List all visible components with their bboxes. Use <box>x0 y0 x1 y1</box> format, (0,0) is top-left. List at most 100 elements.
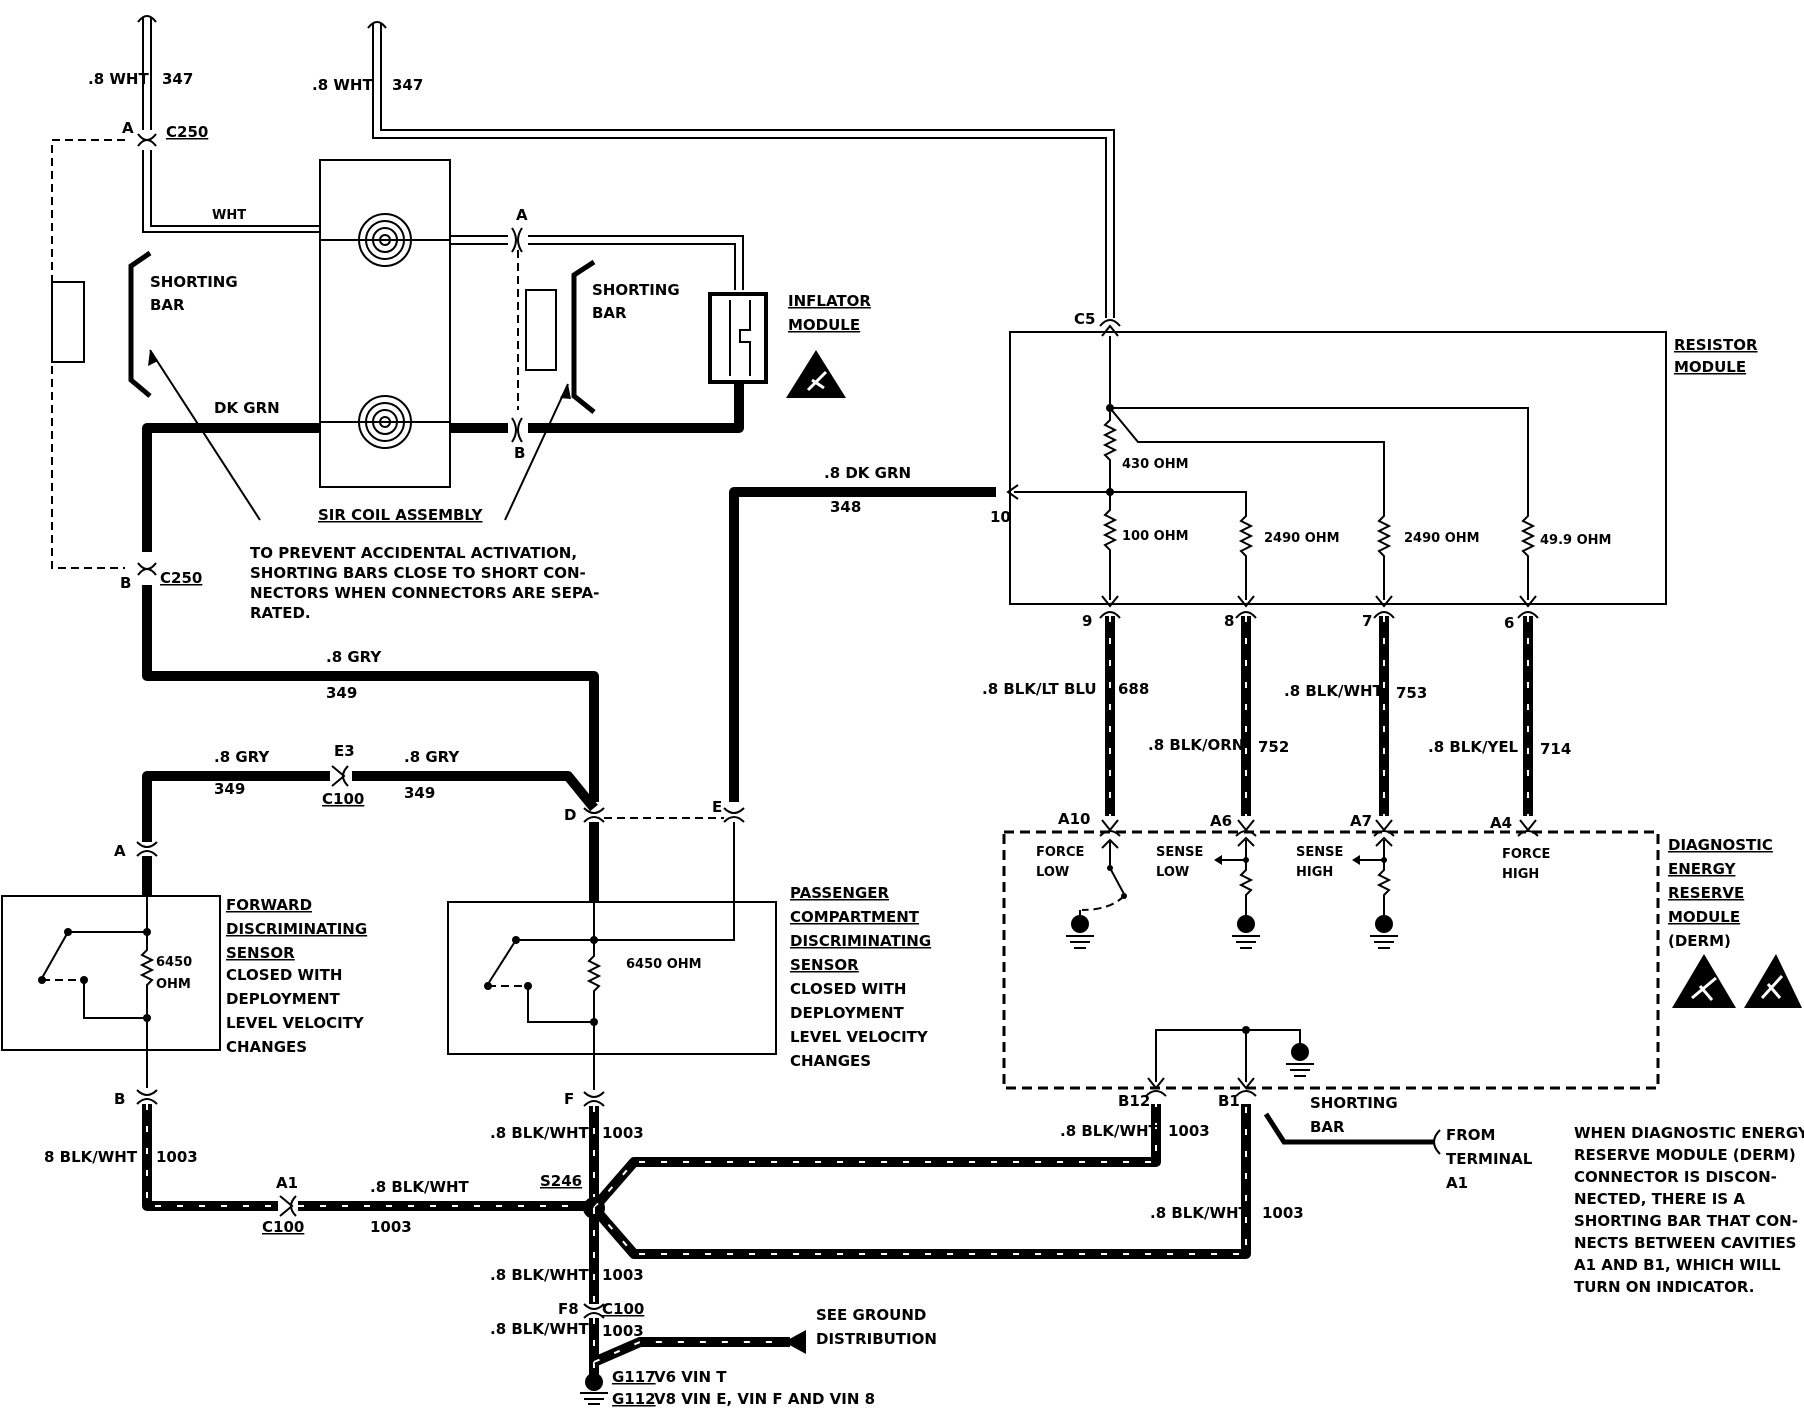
pin-label: F8 <box>558 1300 579 1318</box>
component-desc: DEPLOYMENT <box>226 990 341 1008</box>
wire-ground-distribution <box>592 1337 790 1367</box>
pin-arrow <box>1006 484 1019 500</box>
component-desc: CHANGES <box>790 1052 871 1070</box>
component-label: A1 <box>1446 1174 1468 1192</box>
resistor-label: 6450 OHM <box>626 957 702 972</box>
component-label: INFLATOR <box>788 292 871 310</box>
coil-spiral-bottom <box>358 395 412 449</box>
pin-label: B <box>120 574 131 592</box>
wire-label: WHT <box>212 208 246 223</box>
component-label: DISCRIMINATING <box>790 932 931 950</box>
pin-label: A7 <box>1350 812 1372 830</box>
note-line: DISTRIBUTION <box>816 1330 937 1348</box>
component-desc: CHANGES <box>226 1038 307 1056</box>
wire-label: .8 BLK/ORN <box>1148 736 1244 754</box>
ground-desc: V6 VIN T <box>654 1368 727 1386</box>
component-label: BAR <box>592 304 627 322</box>
pin-label: E3 <box>334 742 355 760</box>
derm-bottom-pins <box>1145 1077 1257 1097</box>
wire-dk-grn <box>142 423 320 552</box>
circuit-number: 688 <box>1118 680 1149 698</box>
resistor-label: 2490 OHM <box>1404 531 1480 546</box>
note-line: A1 AND B1, WHICH WILL <box>1574 1256 1781 1274</box>
component-label: COMPARTMENT <box>790 908 920 926</box>
ground-label: G112 <box>612 1390 656 1408</box>
forward-discriminating-sensor <box>1 895 221 1051</box>
circuit-number: 347 <box>392 76 423 94</box>
component-label: FROM <box>1446 1126 1495 1144</box>
pin-label: A6 <box>1210 812 1232 830</box>
circuit-number: 347 <box>162 70 193 88</box>
component-label: SIR COIL ASSEMBLY <box>318 506 484 524</box>
component-label: SHORTING <box>150 273 238 291</box>
coil-wire-a <box>450 235 508 245</box>
derm-input-label: LOW <box>1036 865 1069 880</box>
component-label: DIAGNOSTIC <box>1668 836 1773 854</box>
connector-label: C5 <box>1074 310 1095 328</box>
component-label: MODULE <box>1674 358 1746 376</box>
wire-gry-349-left <box>142 771 330 842</box>
pin-label: A <box>122 119 134 137</box>
resistor-2490-b <box>1376 506 1392 600</box>
coil-divider <box>320 239 450 423</box>
connector-body <box>51 281 85 363</box>
connector-d <box>583 807 605 823</box>
wire-1003-b1 <box>590 1104 1251 1259</box>
resistor-output-wires <box>1105 616 1533 816</box>
note-line: RESERVE MODULE (DERM) <box>1574 1146 1796 1164</box>
resistor-label: 2490 OHM <box>1264 531 1340 546</box>
connector-label: C100 <box>602 1300 644 1318</box>
resistor-label: 49.9 OHM <box>1540 533 1611 548</box>
derm-top-pins <box>1099 819 1539 837</box>
component-label: DISCRIMINATING <box>226 920 367 938</box>
component-label: SENSOR <box>226 944 295 962</box>
pin-label: A <box>114 842 126 860</box>
resistor-2490-a <box>1238 506 1254 600</box>
note-line: SEE GROUND <box>816 1306 926 1324</box>
component-label: BAR <box>150 296 185 314</box>
note-line: NECTORS WHEN CONNECTORS ARE SEPA- <box>250 584 599 602</box>
splice-label: S246 <box>540 1172 582 1190</box>
arrow-icon <box>148 350 158 366</box>
ground-label: G117 <box>612 1368 656 1386</box>
component-desc: LEVEL VELOCITY <box>790 1028 929 1046</box>
pin-label: 6 <box>1504 614 1514 632</box>
note-line: RATED. <box>250 604 311 622</box>
connector-coil-b <box>511 417 523 443</box>
component-desc: LEVEL VELOCITY <box>226 1014 365 1032</box>
wire-gry-349-upper <box>142 585 599 802</box>
resistor-label: 430 OHM <box>1122 457 1189 472</box>
wire-347-left <box>137 15 320 233</box>
connector-fwd-a <box>136 841 158 857</box>
component-label: RESISTOR <box>1674 336 1758 354</box>
sense-high-circuit <box>1352 836 1393 920</box>
pin-label: A1 <box>276 1174 298 1192</box>
note-line: NECTED, THERE IS A <box>1574 1190 1745 1208</box>
shorting-bar-right <box>571 259 596 414</box>
component-label: BAR <box>1310 1118 1345 1136</box>
sense-low-circuit <box>1214 836 1255 920</box>
derm-bottom-circuit <box>1155 1026 1301 1082</box>
derm-input-label: HIGH <box>1502 867 1539 882</box>
note-arrow-left <box>149 349 261 521</box>
airbag-warning-icon <box>786 350 846 398</box>
component-desc: DEPLOYMENT <box>790 1004 905 1022</box>
connector-f8 <box>583 1303 605 1319</box>
note-line: TURN ON INDICATOR. <box>1574 1278 1754 1296</box>
connector-coil-a <box>511 227 523 253</box>
wire-label: .8 GRY <box>326 648 382 666</box>
component-label: RESERVE <box>1668 884 1744 902</box>
pin-label: B12 <box>1118 1092 1150 1110</box>
connector-outline <box>51 139 125 569</box>
arrow-icon <box>560 384 571 399</box>
note-line: TO PREVENT ACCIDENTAL ACTIVATION, <box>250 544 577 562</box>
connector-c5 <box>1099 319 1121 337</box>
connector-c250-b <box>137 562 157 576</box>
force-low-switch <box>1079 838 1127 924</box>
pin-label: 10 <box>990 508 1011 526</box>
connector-e <box>723 807 745 823</box>
component-label: MODULE <box>1668 908 1740 926</box>
resistor-pins <box>1099 595 1539 619</box>
ground-desc: V8 VIN E, VIN F AND VIN 8 <box>654 1390 875 1408</box>
